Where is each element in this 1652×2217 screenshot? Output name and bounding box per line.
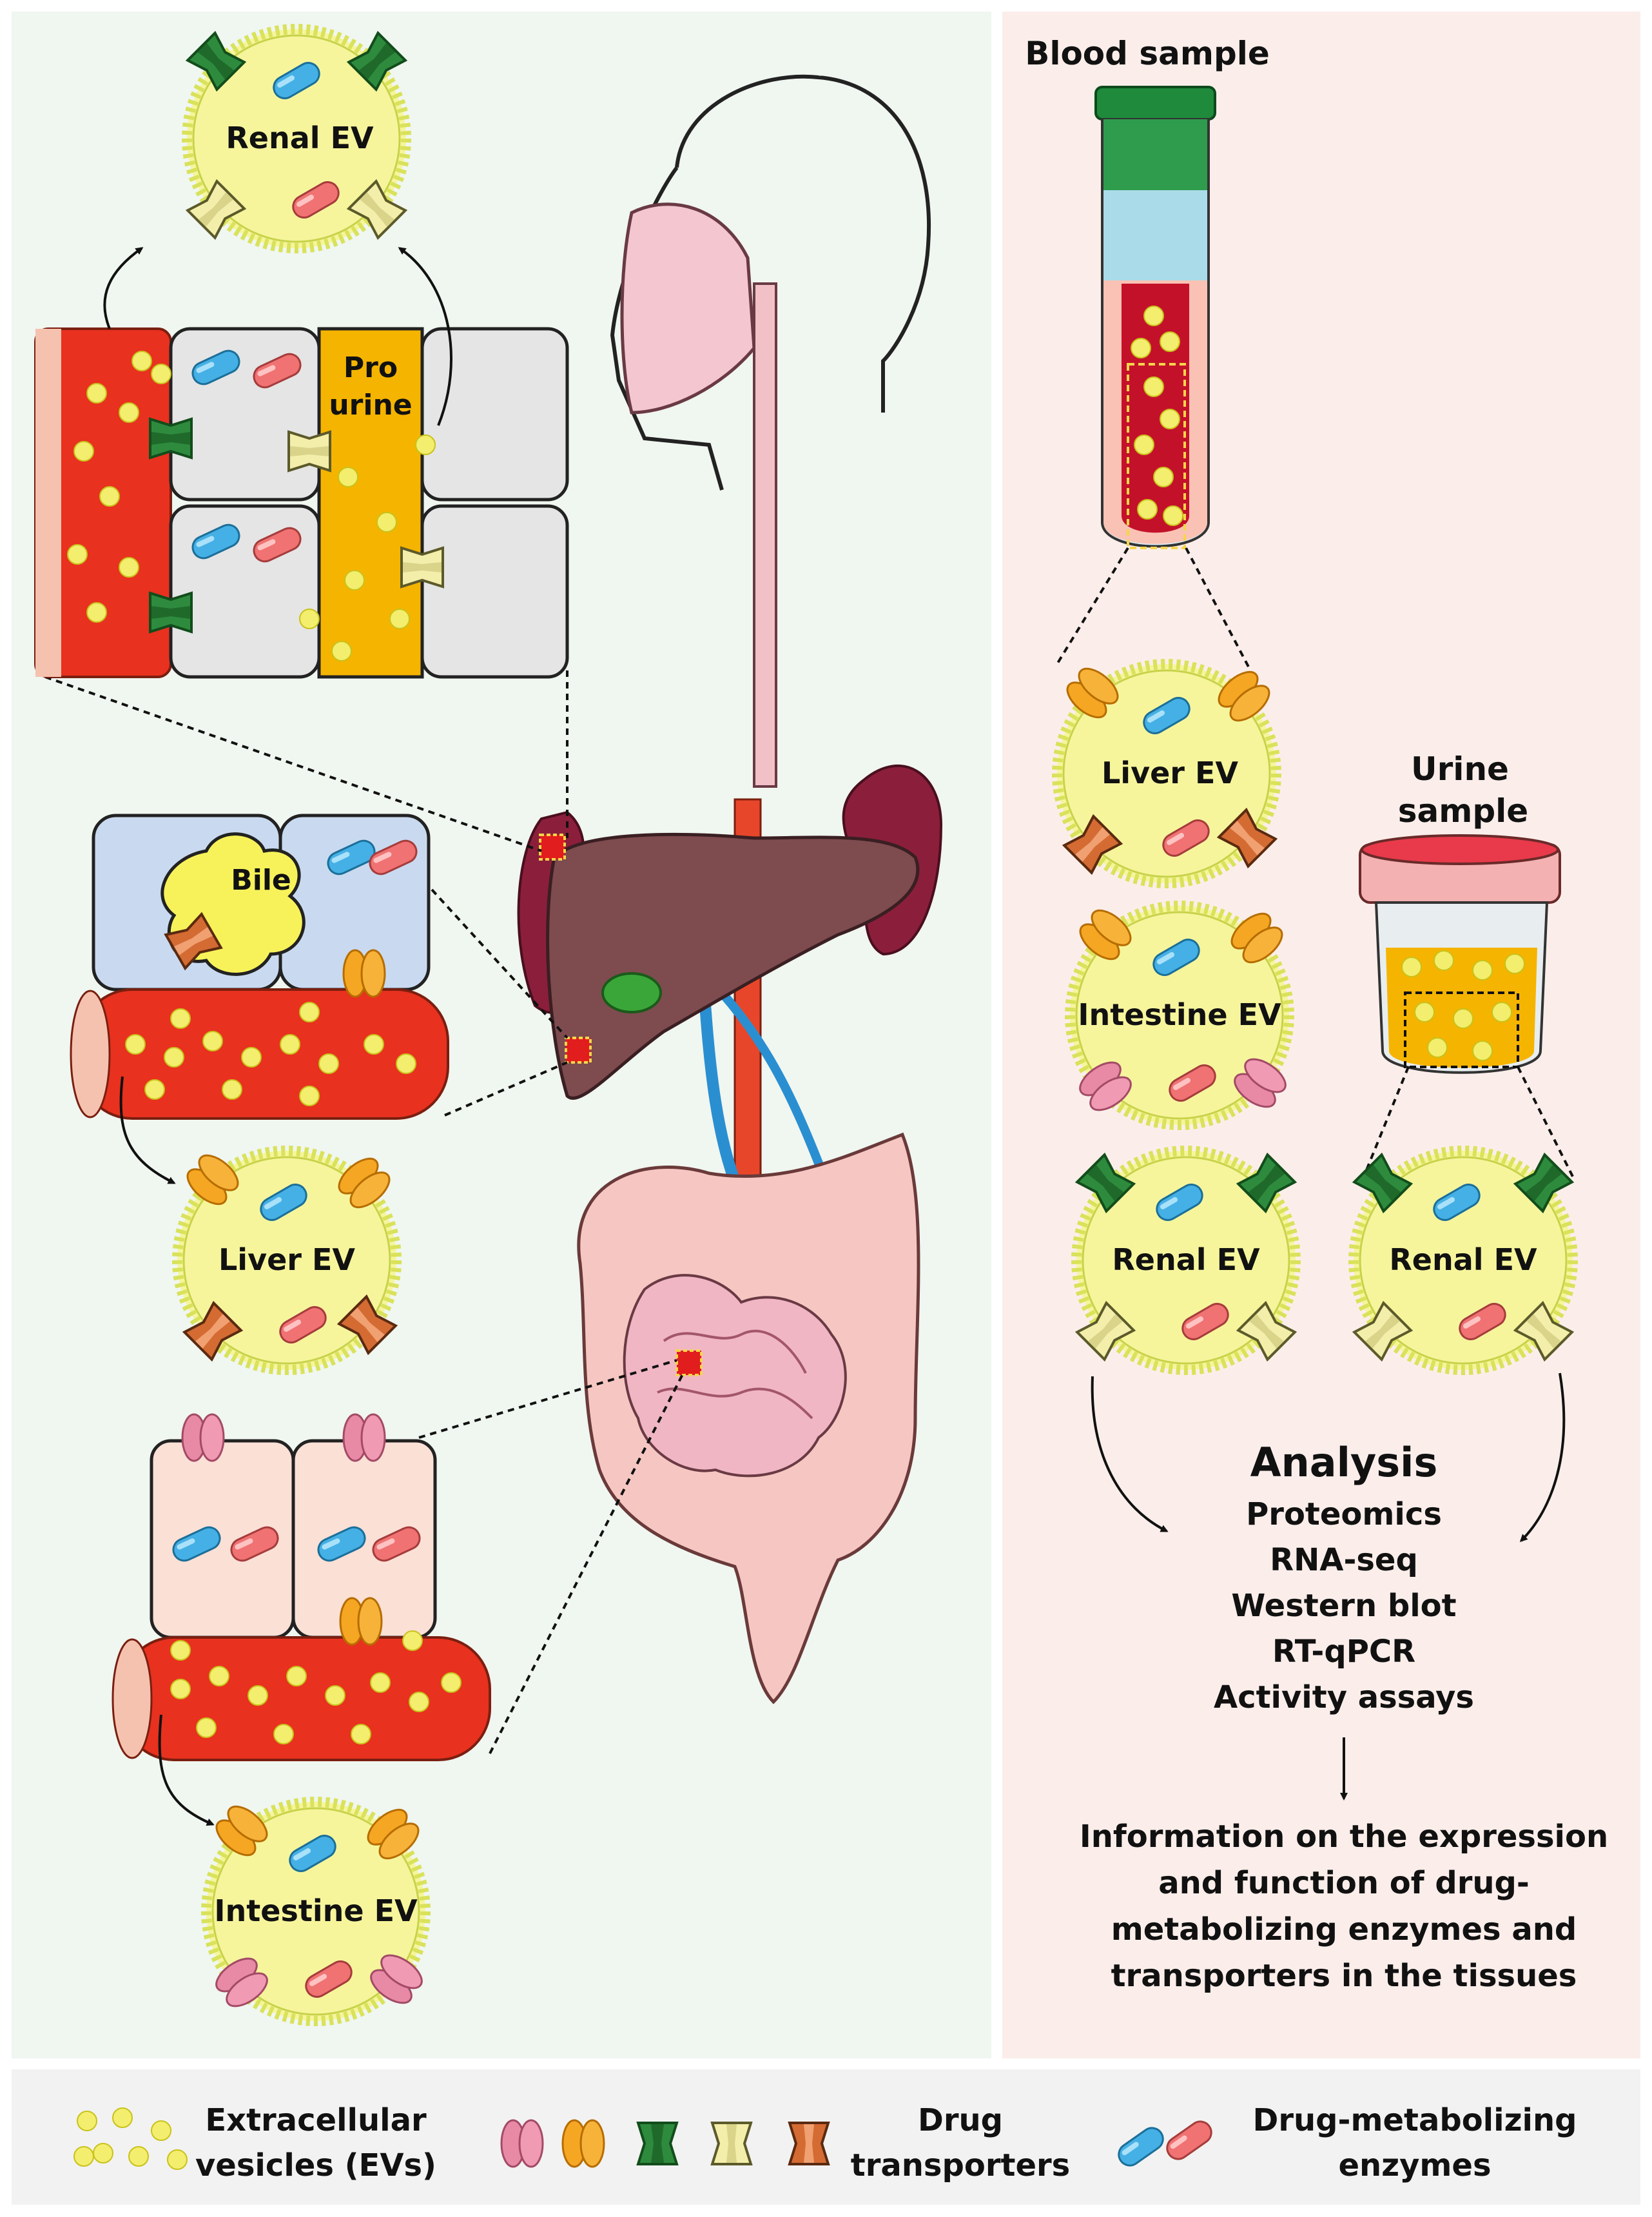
human-body-illustration: [517, 74, 943, 1704]
legend-transporters-label-line2: transporters: [851, 2147, 1071, 2183]
outcome-line: and function of drug-: [1158, 1865, 1530, 1901]
tubule-cell-top-left: [169, 327, 321, 502]
legend-transporter-orange-icon: [561, 2119, 605, 2168]
intestine-ev-right: Intestine EV: [1070, 904, 1291, 1125]
analysis-block: Analysis Proteomics RNA-seq Western blot…: [1080, 1439, 1608, 1994]
legend-enzymes-label-line1: Drug-metabolizing: [1252, 2102, 1577, 2138]
outcome-line: metabolizing enzymes and: [1111, 1911, 1577, 1948]
pro-urine-label-line1: Pro: [344, 351, 398, 384]
blood-sample-label: Blood sample: [1025, 35, 1270, 72]
pro-urine-label-line2: urine: [329, 389, 412, 422]
legend-evs-label-line2: vesicles (EVs): [195, 2147, 436, 2183]
arrow-intestine-to-ev: [158, 1714, 215, 1826]
blood-tube: [1094, 86, 1216, 549]
arrow-urine-to-analysis: [1519, 1372, 1566, 1543]
bile-label: Bile: [231, 864, 291, 897]
arrow-kidney-to-ev-left: [103, 247, 144, 329]
intestine-ev-left-label: Intestine EV: [214, 1893, 418, 1928]
renal-ev-top-label: Renal EV: [226, 121, 374, 155]
intestine-ev-left: Intestine EV: [206, 1800, 427, 2021]
small-intestine: [623, 1274, 847, 1478]
liver-ev-right-label: Liver EV: [1102, 756, 1238, 790]
liver-ev-right: Liver EV: [1057, 662, 1276, 883]
legend: Extracellular vesicles (EVs) Drug transp…: [73, 2102, 1577, 2183]
legend-transporter-brown-icon: [788, 2122, 830, 2165]
gallbladder: [601, 972, 662, 1013]
vena-cava-branch: [718, 990, 830, 1182]
tubule-cell-top-right: [420, 327, 569, 502]
esophagus: [753, 282, 777, 788]
analysis-method: RT-qPCR: [1272, 1634, 1415, 1670]
analysis-method: Western blot: [1231, 1588, 1456, 1624]
outcome-line: Information on the expression: [1080, 1819, 1608, 1855]
intestine-inset: [112, 1413, 491, 1761]
arrow-liver-to-ev: [119, 1076, 176, 1184]
legend-transporter-pink-icon: [500, 2119, 544, 2168]
tubule-cell-bottom-right: [420, 504, 569, 679]
arrow-blood-to-analysis: [1091, 1376, 1169, 1532]
renal-ev-urine-label: Renal EV: [1389, 1242, 1537, 1277]
zoom-marker-liver: [565, 1037, 592, 1064]
urine-sample-label-line2: sample: [1398, 792, 1528, 830]
analysis-method: RNA-seq: [1270, 1542, 1418, 1578]
zoom-connectors: [44, 670, 685, 1754]
analysis-title: Analysis: [1250, 1439, 1438, 1486]
liver-ev-left: Liver EV: [177, 1149, 396, 1370]
renal-ev-urine: Renal EV: [1354, 1151, 1573, 1370]
legend-transporters-label-line1: Drug: [918, 2102, 1003, 2138]
liver-ev-left-label: Liver EV: [219, 1242, 355, 1277]
urine-cup: [1359, 834, 1561, 1074]
zoom-marker-kidney: [539, 834, 566, 861]
legend-evs-label-line1: Extracellular: [205, 2102, 427, 2138]
renal-ev-blood-label: Renal EV: [1112, 1242, 1260, 1277]
urine-sample-label-line1: Urine: [1411, 750, 1509, 788]
analysis-method: Proteomics: [1246, 1496, 1442, 1532]
renal-ev-top: Renal EV: [187, 29, 406, 248]
outcome-line: transporters in the tissues: [1111, 1958, 1577, 1994]
liver: [546, 832, 920, 1100]
arrow-kidney-to-ev-right: [398, 247, 452, 426]
renal-ev-blood: Renal EV: [1076, 1151, 1296, 1370]
intestine-ev-right-label: Intestine EV: [1078, 997, 1281, 1032]
zoom-marker-intestine: [675, 1349, 703, 1376]
analysis-method: Activity assays: [1214, 1679, 1474, 1715]
kidney-inset: Pro urine: [34, 327, 569, 679]
legend-transporter-green-icon: [637, 2122, 678, 2165]
liver-inset: Bile: [70, 814, 449, 1120]
urine-zoom-connectors: [1365, 1066, 1574, 1177]
legend-enzymes-label-line2: enzymes: [1338, 2147, 1491, 2183]
nasal-cavity: [620, 202, 756, 415]
legend-transporter-yellow-icon: [711, 2122, 752, 2165]
legend-panel: [12, 2069, 1640, 2205]
